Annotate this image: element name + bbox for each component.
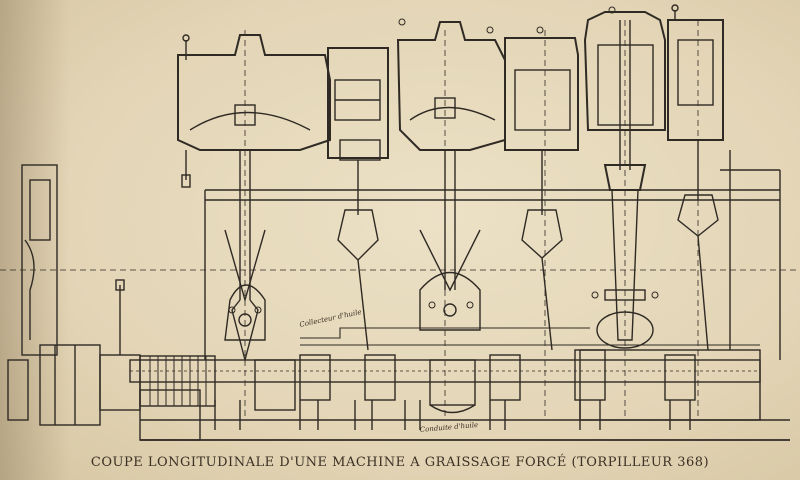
cylinder-1	[177, 34, 331, 411]
cylinder-3	[583, 11, 666, 349]
valve-chest-1	[327, 47, 389, 351]
bearing-feet	[214, 400, 691, 430]
annotation-oil-pipe: Conduite d'huile	[419, 421, 478, 434]
bedplate	[139, 349, 790, 441]
center-lines	[0, 20, 800, 420]
figure-caption: COUPE LONGITUDINALE D'UNE MACHINE A GRAI…	[90, 455, 710, 470]
left-gear-assembly	[7, 164, 141, 426]
cylinder-2	[396, 21, 506, 414]
annotation-oil-collector: Collecteur d'huile	[299, 308, 362, 329]
bolts	[228, 6, 659, 314]
valve-chest-3	[667, 4, 724, 351]
oil-pipe	[300, 327, 760, 346]
crankshaft	[129, 349, 761, 407]
valve-chest-2	[504, 37, 579, 351]
